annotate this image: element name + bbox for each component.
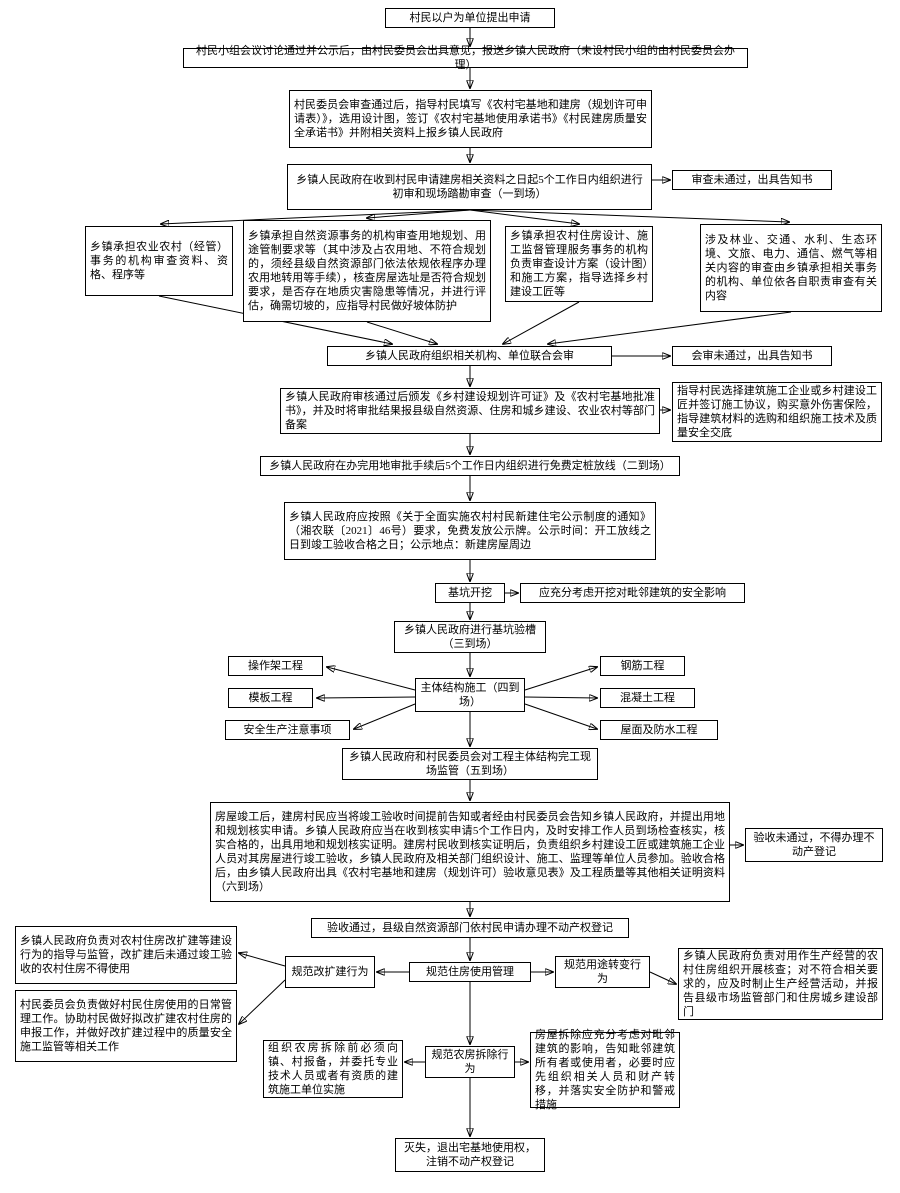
node-safety-notes: 安全生产注意事项	[225, 720, 350, 740]
note-excavation-safety: 应充分考虑开挖对毗邻建筑的安全影响	[520, 583, 745, 603]
node-agriculture-office-review: 乡镇承担农业农村（经管）事务的机构审查资料、资格、程序等	[85, 226, 233, 296]
node-other-departments-review: 涉及林业、交通、水利、生态环境、文旅、电力、通信、燃气等相关内容的审查由乡镇承担…	[700, 224, 882, 312]
node-foundation-excavation: 基坑开挖	[435, 583, 505, 603]
note-joint-review-failed: 会审未通过，出具告知书	[672, 346, 832, 366]
node-formwork-work: 模板工程	[228, 688, 313, 708]
node-demolition-regulation: 规范农房拆除行为	[425, 1046, 515, 1078]
note-demolition-filing: 组织农房拆除前必须向镇、村报备，并委托专业技术人员或者有资质的建筑施工单位实施	[263, 1040, 403, 1098]
node-concrete-work: 混凝土工程	[600, 688, 695, 708]
node-deregistration: 灭失，退出宅基地使用权，注销不动产权登记	[395, 1138, 545, 1172]
node-roof-waterproof-work: 屋面及防水工程	[600, 720, 718, 740]
node-group-discussion: 村民小组会议讨论通过并公示后，由村民委员会出具意见，报送乡镇人民政府（未设村民小…	[183, 45, 748, 71]
node-stake-line-marking: 乡镇人民政府在办完用地审批手续后5个工作日内组织进行免费定桩放线（二到场）	[260, 456, 680, 476]
node-permit-issuance: 乡镇人民政府审核通过后颁发《乡村建设规划许可证》及《农村宅基地批准书》，并及时将…	[280, 388, 660, 434]
node-natural-resources-review: 乡镇承担自然资源事务的机构审查用地规划、用途管制要求等（其中涉及占农用地、不符合…	[243, 220, 491, 322]
node-usage-change-regulation: 规范用途转变行为	[555, 956, 650, 988]
node-foundation-inspection: 乡镇人民政府进行基坑验槽（三到场）	[394, 621, 546, 653]
node-rebar-work: 钢筋工程	[600, 656, 685, 676]
note-demolition-safety: 房屋拆除应充分考虑对毗邻建筑的影响，告知毗邻建筑所有者或使用者，必要时应先组织相…	[530, 1029, 680, 1111]
note-acceptance-failed: 验收未通过，不得办理不动产登记	[745, 828, 883, 862]
node-housing-design-review: 乡镇承担农村住房设计、施工监督管理服务事务的机构负责审查设计方案（设计图）和施工…	[505, 226, 653, 302]
node-completion-acceptance: 房屋竣工后，建房村民应当将竣工验收时间提前告知或者经由村民委员会告知乡镇人民政府…	[210, 802, 730, 902]
note-builder-selection-guidance: 指导村民选择建筑施工企业或乡村建设工匠并签订施工协议，购买意外伤害保险，指导建筑…	[672, 382, 882, 442]
note-renovation-supervision: 乡镇人民政府负责对农村住房改扩建等建设行为的指导与监管，改扩建后未通过竣工验收的…	[15, 926, 237, 984]
node-renovation-regulation: 规范改扩建行为	[285, 956, 375, 988]
node-property-registration: 验收通过，县级自然资源部门依村民申请办理不动产权登记	[311, 918, 629, 938]
node-main-structure-construction: 主体结构施工（四到场）	[415, 678, 525, 712]
note-business-use-inspection: 乡镇人民政府负责对用作生产经营的农村住房组织开展核查；对不符合相关要求的，应及时…	[678, 948, 883, 1020]
node-scaffolding-work: 操作架工程	[228, 656, 323, 676]
node-structure-completion-supervision: 乡镇人民政府和村民委员会对工程主体结构完工现场监管（五到场）	[342, 748, 598, 780]
node-township-initial-review: 乡镇人民政府在收到村民申请建房相关资料之日起5个工作日内组织进行初审和现场踏勘审…	[287, 164, 652, 210]
node-joint-review: 乡镇人民政府组织相关机构、单位联合会审	[327, 346, 612, 366]
node-usage-management: 规范住房使用管理	[409, 962, 531, 982]
note-review-failed: 审查未通过，出具告知书	[672, 170, 832, 190]
node-public-notice: 乡镇人民政府应按照《关于全面实施农村村民新建住宅公示制度的通知》（湘农联〔202…	[284, 502, 656, 560]
note-committee-daily-management: 村民委员会负责做好村民住房使用的日常管理工作。协助村民做好拟改扩建农村住房的申报…	[15, 990, 237, 1062]
node-villager-application: 村民以户为单位提出申请	[385, 8, 555, 28]
node-committee-review: 村民委员会审查通过后，指导村民填写《农村宅基地和建房（规划许可申请表）》，选用设…	[289, 90, 652, 148]
